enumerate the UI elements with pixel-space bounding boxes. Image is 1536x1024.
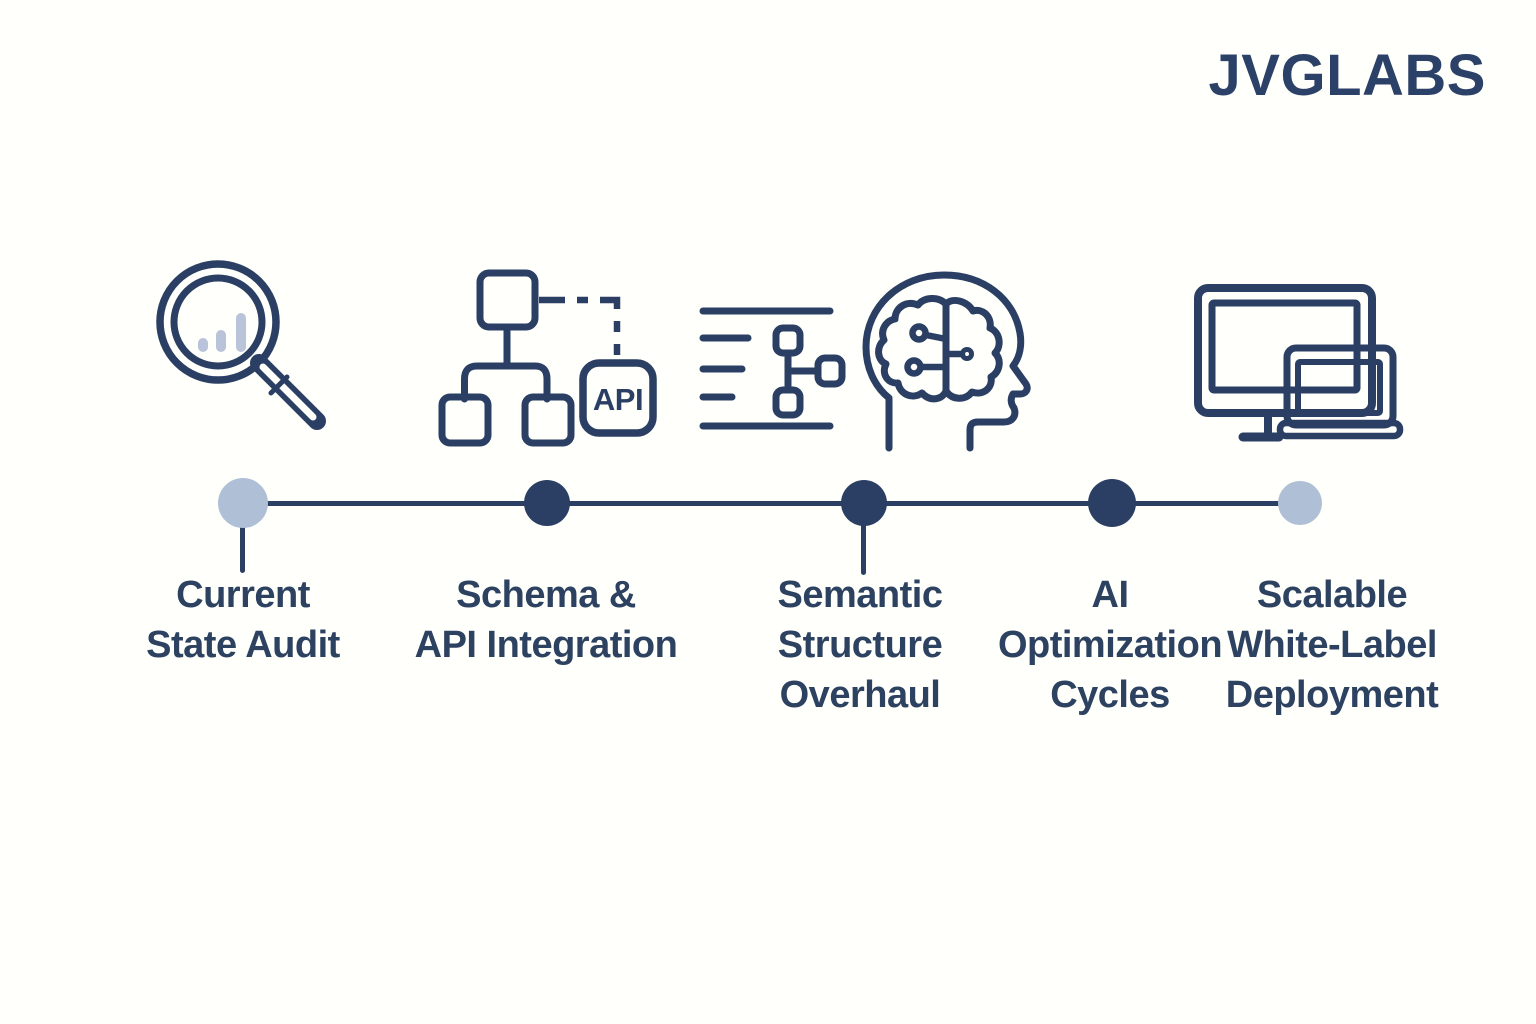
stage-label-schema-api-integration: Schema & API Integration (414, 574, 678, 666)
timeline-dot-stage-1 (218, 478, 268, 528)
schema-flowchart-api-icon: API (438, 269, 657, 447)
text-structure-nodes-icon (699, 307, 846, 430)
magnifier-bar-chart-icon (156, 260, 326, 430)
timeline-line (243, 501, 1300, 506)
timeline-dot-stage-3 (841, 480, 887, 526)
timeline-tick-stage-1 (240, 525, 245, 573)
timeline-dot-stage-5 (1278, 481, 1322, 525)
stage-label-ai-optimization-cycles: AI Optimization Cycles (997, 574, 1223, 716)
desktop-laptop-icon (1194, 284, 1404, 442)
api-badge-label: API (593, 382, 643, 417)
timeline-dot-stage-4 (1088, 479, 1136, 527)
stage-label-current-state-audit: Current State Audit (146, 574, 340, 666)
head-brain-circuit-icon (862, 271, 1031, 452)
timeline-dot-stage-2 (524, 480, 570, 526)
brand-logo: JVGLABS (1208, 43, 1486, 108)
timeline-tick-stage-3 (861, 523, 866, 575)
stage-label-semantic-structure-overhaul: Semantic Structure Overhaul (777, 574, 943, 716)
stage-label-scalable-white-label-deployment: Scalable White-Label Deployment (1225, 574, 1439, 716)
